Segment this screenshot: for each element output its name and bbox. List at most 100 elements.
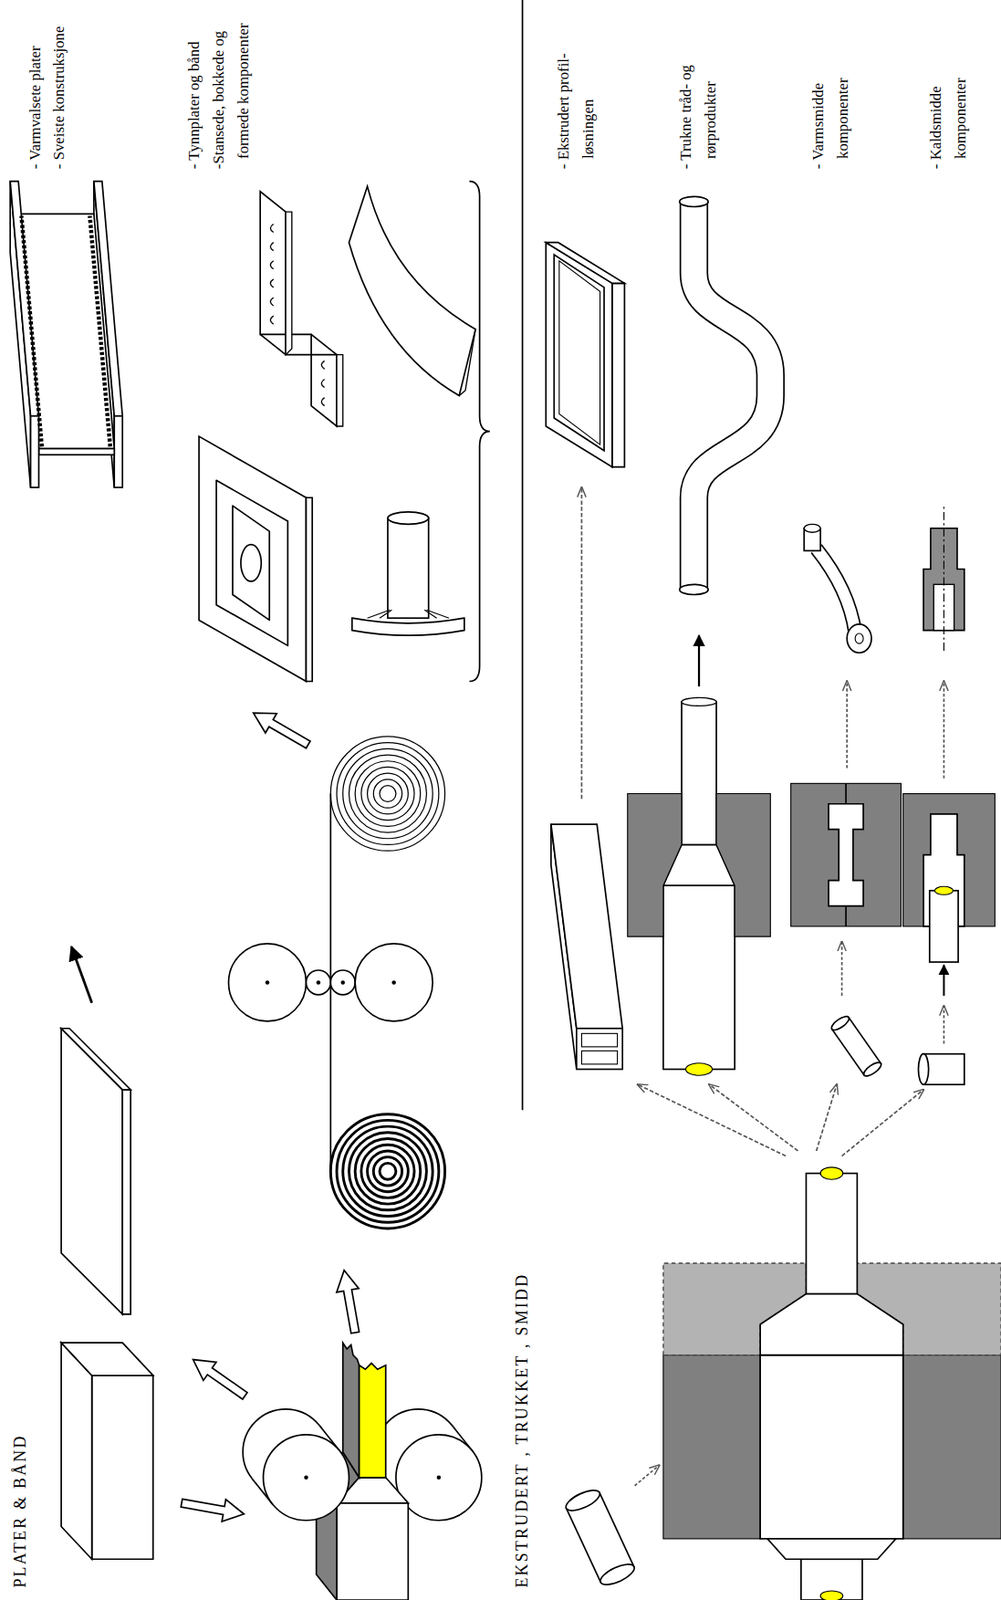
extrudate <box>805 1173 857 1294</box>
stamped-sheet <box>232 505 270 620</box>
coil <box>336 742 439 845</box>
flanged-part <box>367 609 449 618</box>
section-divider <box>521 0 524 1110</box>
coil <box>330 736 445 851</box>
section-heading: EKSTRUDERT , TRUKKET , SMIDD <box>510 1272 535 1588</box>
die-cavity <box>828 803 864 907</box>
stamped-sheet <box>305 497 313 681</box>
parting-line <box>844 906 847 927</box>
plate <box>61 1028 131 1090</box>
slug <box>917 1053 929 1085</box>
roll <box>263 1434 350 1521</box>
dashed-arrow <box>845 681 848 769</box>
roll-axis <box>437 1475 441 1480</box>
forging-billet <box>861 1059 883 1078</box>
punch-tip <box>934 886 953 895</box>
dashed-arrow <box>635 1464 660 1485</box>
coil <box>367 772 409 814</box>
forging-billet <box>829 1013 851 1033</box>
weld-seam <box>20 216 42 448</box>
profile-frame <box>559 260 601 445</box>
i-beam <box>10 181 39 417</box>
cold-forged-part <box>933 583 954 630</box>
container <box>663 1355 761 1539</box>
dashed-arrow <box>816 1084 837 1151</box>
punch <box>929 890 959 962</box>
drawn-bar <box>663 885 735 1069</box>
flanged-part <box>387 511 429 524</box>
roll-axis <box>303 1475 308 1480</box>
roll-axis <box>341 980 345 984</box>
slug <box>923 1053 965 1085</box>
hollow-arrow <box>187 1349 252 1405</box>
forged-part <box>855 633 864 644</box>
forged-part <box>803 523 821 532</box>
coil <box>330 736 445 851</box>
coil <box>343 1126 433 1216</box>
dashed-arrow <box>841 941 844 996</box>
billet-in-container <box>760 1355 904 1539</box>
hollow-arrow <box>179 1491 247 1525</box>
tube-end <box>679 583 709 595</box>
coil <box>379 1162 397 1179</box>
dashed-arrow <box>842 1089 924 1157</box>
i-beam <box>38 448 115 456</box>
coil <box>373 779 402 808</box>
slab <box>61 1342 154 1376</box>
bent-tube <box>693 201 771 590</box>
punched-hole <box>240 544 261 582</box>
forged-part <box>816 548 856 633</box>
description-text: - Varmsmidde komponenter <box>805 46 856 169</box>
dashed-arrow <box>943 1005 946 1043</box>
bent-profile <box>311 333 337 355</box>
roll <box>228 943 306 1022</box>
bent-profile <box>260 191 337 427</box>
bend-marks <box>270 224 324 407</box>
coil <box>354 1138 421 1205</box>
coil <box>373 1157 402 1186</box>
weld-seam <box>89 216 110 448</box>
dashed-arrow <box>709 1084 798 1151</box>
slab <box>61 1342 93 1559</box>
tube-end <box>679 196 709 207</box>
dashed-arrow <box>943 681 946 779</box>
flanged-part <box>387 518 429 619</box>
roll <box>305 969 331 995</box>
coil <box>367 1150 409 1192</box>
coil <box>336 1119 439 1222</box>
bent-profile <box>285 211 292 355</box>
billet <box>563 1485 603 1514</box>
extruded-profile <box>576 1028 623 1070</box>
bent-tube <box>693 201 771 590</box>
punch-arrow <box>942 964 945 996</box>
description-text: - Varmvalsete plater <box>22 45 48 169</box>
extruded-profile <box>581 1050 617 1064</box>
drawn-bar <box>681 697 717 706</box>
bent-profile <box>336 354 344 427</box>
description-text: - Ekstrudert profil- løsningen <box>551 15 601 169</box>
coil <box>361 1144 415 1198</box>
roll-axis <box>265 980 270 984</box>
plate <box>122 1089 131 1314</box>
roll-axis <box>391 980 396 984</box>
bar-end <box>685 1063 712 1075</box>
curved-sheet <box>458 329 476 397</box>
coil <box>379 785 397 803</box>
section-heading: PLATER & BÅND <box>8 1433 33 1587</box>
dashed-arrow <box>637 1084 786 1156</box>
description-text: - Kaldsmidde komponenter <box>923 46 973 169</box>
profile-frame <box>545 242 625 284</box>
ram-end <box>820 1590 844 1600</box>
description-text: - Sveiste konstruksjone <box>46 26 72 170</box>
billet <box>563 1485 637 1588</box>
rolled-strip <box>359 1363 386 1478</box>
billet <box>597 1559 637 1588</box>
container <box>903 1355 1001 1539</box>
extrudate-tip <box>820 1167 844 1179</box>
forged-part <box>846 624 872 653</box>
roll <box>330 969 355 995</box>
roll <box>354 943 433 1022</box>
slab <box>336 1502 408 1600</box>
roll-axis <box>316 980 321 984</box>
profile-frame <box>612 282 625 467</box>
